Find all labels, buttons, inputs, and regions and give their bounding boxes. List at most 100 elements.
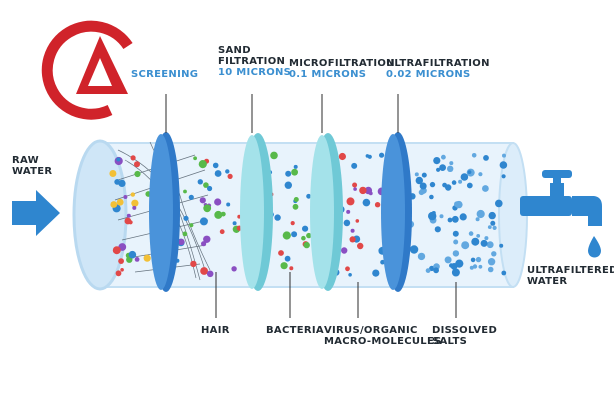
particle [499,161,508,169]
particle [303,241,310,249]
particle [444,256,452,264]
salts-line-1: DISSOLVED [432,325,498,336]
particle [372,269,380,277]
particle [302,225,309,232]
particle [346,209,351,214]
ultra-micron-rating: 0.02 MICRONS [386,69,471,80]
particle [472,264,478,269]
particle [487,258,496,266]
particle [231,266,237,272]
particle [115,270,122,277]
particle [450,263,458,270]
particle [199,197,206,204]
particle [183,215,189,221]
particle [200,267,209,275]
particle [131,199,139,207]
particle [203,204,212,213]
particle [206,270,214,278]
ultra-filter [381,132,412,292]
particle [476,209,485,219]
particle [471,153,477,158]
particle [124,217,132,225]
micro-filter [310,133,343,291]
particle [374,202,381,208]
particle [291,168,298,176]
particle [197,179,203,185]
particle [183,189,187,194]
particle [143,254,151,262]
particle [451,180,457,185]
particle [495,199,503,208]
micro-micron-rating: 0.1 MICRONS [289,69,367,80]
particle [487,225,492,230]
particle [433,267,439,274]
particle [429,265,435,272]
particle [478,172,483,177]
particle [492,225,497,230]
particle [434,226,441,233]
water-drop-icon [588,236,601,258]
particle [488,211,496,220]
particle [120,268,124,272]
particle [452,230,459,237]
particle [289,266,294,271]
particle [451,268,460,277]
particle [199,217,208,226]
particle [478,264,483,269]
raw-water-label: RAW WATER [12,155,52,177]
particle [189,223,194,228]
particle [284,255,291,262]
particle [207,185,213,192]
particle [482,185,489,192]
particle [203,182,209,188]
particle [419,182,427,190]
sand-micron-rating: 10 MICRONS [218,67,292,78]
particle [343,219,351,227]
particle [226,202,231,207]
raw-water-line-1: RAW [12,155,39,166]
right-arrow-icon [12,190,60,236]
output-line-1: ULTRAFILTERED [527,265,614,276]
particle [380,259,385,265]
particle [130,192,135,197]
particle [203,235,211,243]
particle [486,241,494,249]
particle [134,161,140,168]
particle [476,234,481,238]
particle [501,174,506,179]
particle [126,213,131,218]
particle [285,170,292,177]
ultrafiltration-label: ULTRAFILTRATION 0.02 MICRONS [386,58,490,80]
particle [214,170,222,177]
particle [415,176,423,185]
particle [219,229,225,235]
particle [357,242,364,250]
particle [417,252,426,261]
particle [445,184,452,191]
virus-line-2: MACRO-MOLECULES [324,336,442,347]
particle [414,172,419,177]
particle [278,250,284,256]
particle [471,237,480,246]
particle [470,257,476,263]
particle [212,162,219,169]
particle [469,265,474,270]
ultra-line-1: ULTRAFILTRATION [386,58,490,69]
salts-line-2: SALTS [432,336,468,347]
particle [293,197,299,202]
particle [475,217,480,222]
particle [355,219,360,223]
particle [439,164,446,172]
particle [132,205,137,210]
particle [341,247,348,254]
particle [451,215,459,223]
particle [118,258,124,264]
particle [118,179,126,187]
particle [214,210,223,219]
particle [227,173,233,179]
particle [487,266,494,273]
particle [109,170,117,177]
particle [502,153,506,158]
particle [433,157,441,165]
